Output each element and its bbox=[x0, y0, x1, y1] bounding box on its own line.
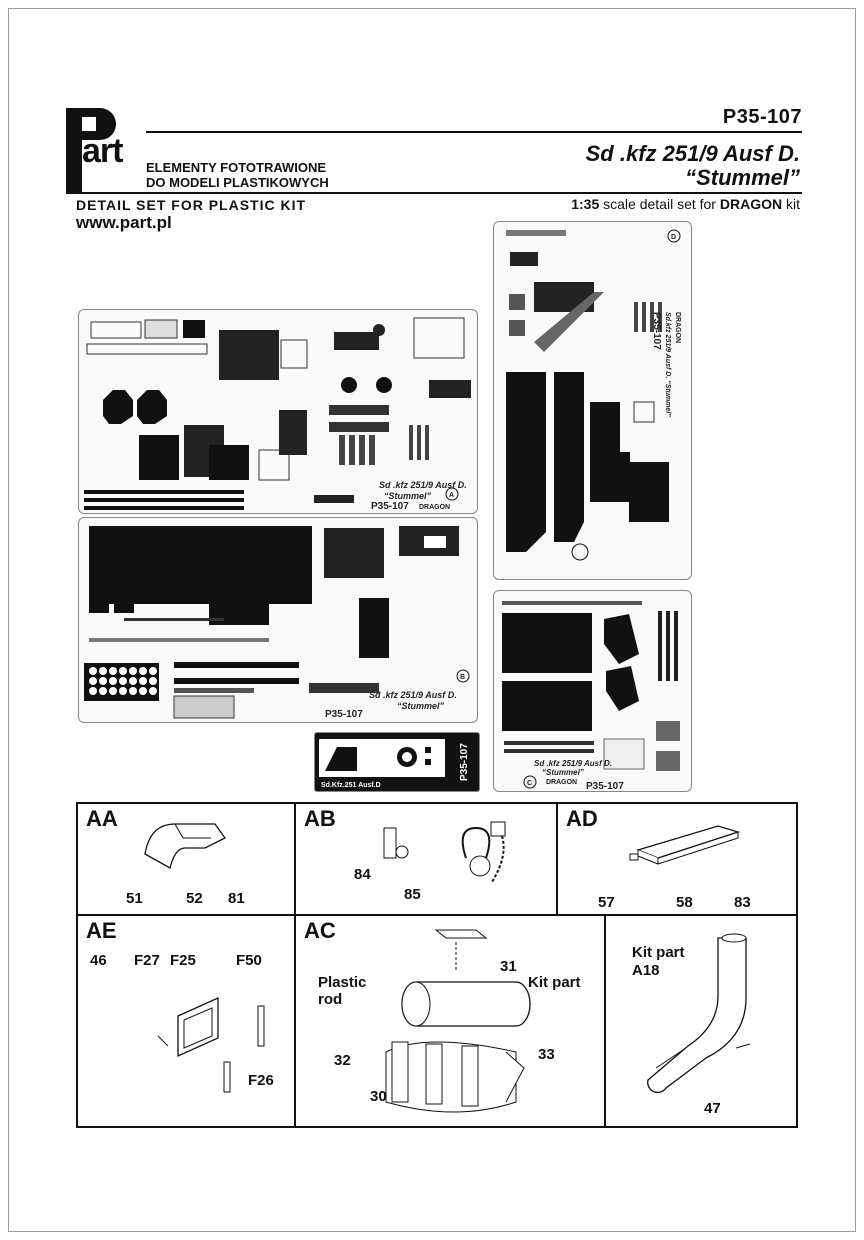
ae-part-f25: F25 bbox=[170, 952, 196, 969]
aa-part-52: 52 bbox=[186, 890, 203, 907]
ae-part-46: 46 bbox=[90, 952, 107, 969]
company-subtitle: ELEMENTY FOTOTRAWIONE DO MODELI PLASTIKO… bbox=[146, 160, 329, 190]
product-code: P35-107 bbox=[722, 106, 802, 128]
scale-text: 1:35 scale detail set for DRAGON kit bbox=[571, 196, 800, 212]
exhaust-pipe-drawing bbox=[647, 933, 751, 1094]
fret-c-nickname: “Stummel” bbox=[542, 768, 584, 777]
step-ac: AC 31 Plastic rod Kit part 32 33 30 bbox=[294, 914, 606, 1128]
ac-part-31: 31 bbox=[500, 958, 517, 975]
header-rule-top bbox=[146, 131, 802, 133]
fret-c: Sd .kfz 251/9 Ausf D. “Stummel” DRAGON P… bbox=[493, 590, 692, 792]
ac-muffler-drawing bbox=[385, 929, 531, 1113]
part-logo bbox=[66, 108, 116, 192]
fret-a-model: Sd .kfz 251/9 Ausf D. bbox=[379, 480, 467, 490]
fret-b-letter: B bbox=[460, 674, 465, 681]
kit-part-a18: A18 bbox=[632, 962, 660, 979]
ac-part-30: 30 bbox=[370, 1088, 387, 1105]
ac-part-32: 32 bbox=[334, 1052, 351, 1069]
ab-part-85: 85 bbox=[404, 886, 421, 903]
fret-a-letter: A bbox=[449, 492, 454, 499]
fret-c-model: Sd .kfz 251/9 Ausf D. bbox=[534, 759, 612, 768]
ae-part-f27: F27 bbox=[134, 952, 160, 969]
step-ae: AE 46 F27 F25 F50 F26 bbox=[76, 914, 296, 1128]
fret-b-code: P35-107 bbox=[325, 709, 363, 720]
fret-b-nickname: “Stummel” bbox=[397, 701, 445, 711]
step-aa-title: AA bbox=[86, 806, 118, 831]
logo-text: art bbox=[82, 132, 123, 170]
detail-set-label: DETAIL SET FOR PLASTIC KIT bbox=[76, 197, 307, 213]
model-title: Sd .kfz 251/9 Ausf D. “Stummel” bbox=[585, 141, 800, 190]
ab-chain-drawing bbox=[383, 821, 506, 883]
step-ad-title: AD bbox=[566, 806, 598, 831]
step-aa: AA 51 52 81 bbox=[76, 802, 296, 916]
fret-a: Sd .kfz 251/9 Ausf D. “Stummel” P35-107 … bbox=[78, 309, 478, 514]
aa-part-81: 81 bbox=[228, 890, 245, 907]
kit-part-47: 47 bbox=[704, 1100, 721, 1117]
fret-d-letter: D bbox=[671, 234, 676, 241]
ac-plastic-rod-label: Plastic rod bbox=[318, 974, 367, 1008]
ae-part-f26: F26 bbox=[248, 1072, 274, 1089]
ac-kit-part-label: Kit part bbox=[528, 974, 581, 991]
fret-a-nickname: “Stummel” bbox=[384, 491, 432, 501]
fret-a-brand: DRAGON bbox=[419, 504, 450, 511]
nameplate-code: P35-107 bbox=[459, 743, 470, 781]
fret-b: Sd .kfz 251/9 Ausf D. “Stummel” P35-107 … bbox=[78, 517, 478, 723]
fret-d-brand: DRAGON bbox=[674, 312, 681, 343]
ae-frame-drawing bbox=[157, 996, 265, 1093]
ae-part-f50: F50 bbox=[236, 952, 262, 969]
step-kit-part: Kit part A18 47 bbox=[604, 914, 798, 1128]
fret-d-code: P35-107 bbox=[651, 312, 662, 350]
fret-b-model: Sd .kfz 251/9 Ausf D. bbox=[369, 690, 457, 700]
header-rule-bottom bbox=[66, 192, 802, 194]
step-ac-title: AC bbox=[304, 918, 336, 943]
step-ab-title: AB bbox=[304, 806, 336, 831]
kit-part-label: Kit part bbox=[632, 944, 685, 961]
fret-c-code: P35-107 bbox=[586, 781, 624, 791]
fret-a-code: P35-107 bbox=[371, 501, 409, 512]
fret-c-letter: C bbox=[527, 780, 532, 787]
fret-c-brand: DRAGON bbox=[546, 779, 577, 786]
ad-box-drawing bbox=[629, 825, 741, 865]
ab-part-84: 84 bbox=[354, 866, 371, 883]
aa-part-51: 51 bbox=[126, 890, 143, 907]
ac-part-33: 33 bbox=[538, 1046, 555, 1063]
website-link[interactable]: www.part.pl bbox=[76, 213, 172, 232]
ad-part-58: 58 bbox=[676, 894, 693, 911]
nameplate-label: Sd.Kfz.251 Ausf.D bbox=[321, 782, 381, 789]
aa-bracket-drawing bbox=[144, 823, 226, 869]
page-border bbox=[8, 8, 856, 1232]
step-ab: AB 84 85 bbox=[294, 802, 558, 916]
nameplate-fret: Sd.Kfz.251 Ausf.D P35-107 bbox=[314, 732, 480, 792]
fret-d: D P35-107 Sd.kfz 251/9 Ausf D. “Stummel”… bbox=[493, 221, 692, 580]
ad-part-57: 57 bbox=[598, 894, 615, 911]
fret-d-model: Sd.kfz 251/9 Ausf D. “Stummel” bbox=[664, 312, 671, 417]
step-ad: AD 57 58 83 bbox=[556, 802, 798, 916]
step-ae-title: AE bbox=[86, 918, 117, 943]
ad-part-83: 83 bbox=[734, 894, 751, 911]
